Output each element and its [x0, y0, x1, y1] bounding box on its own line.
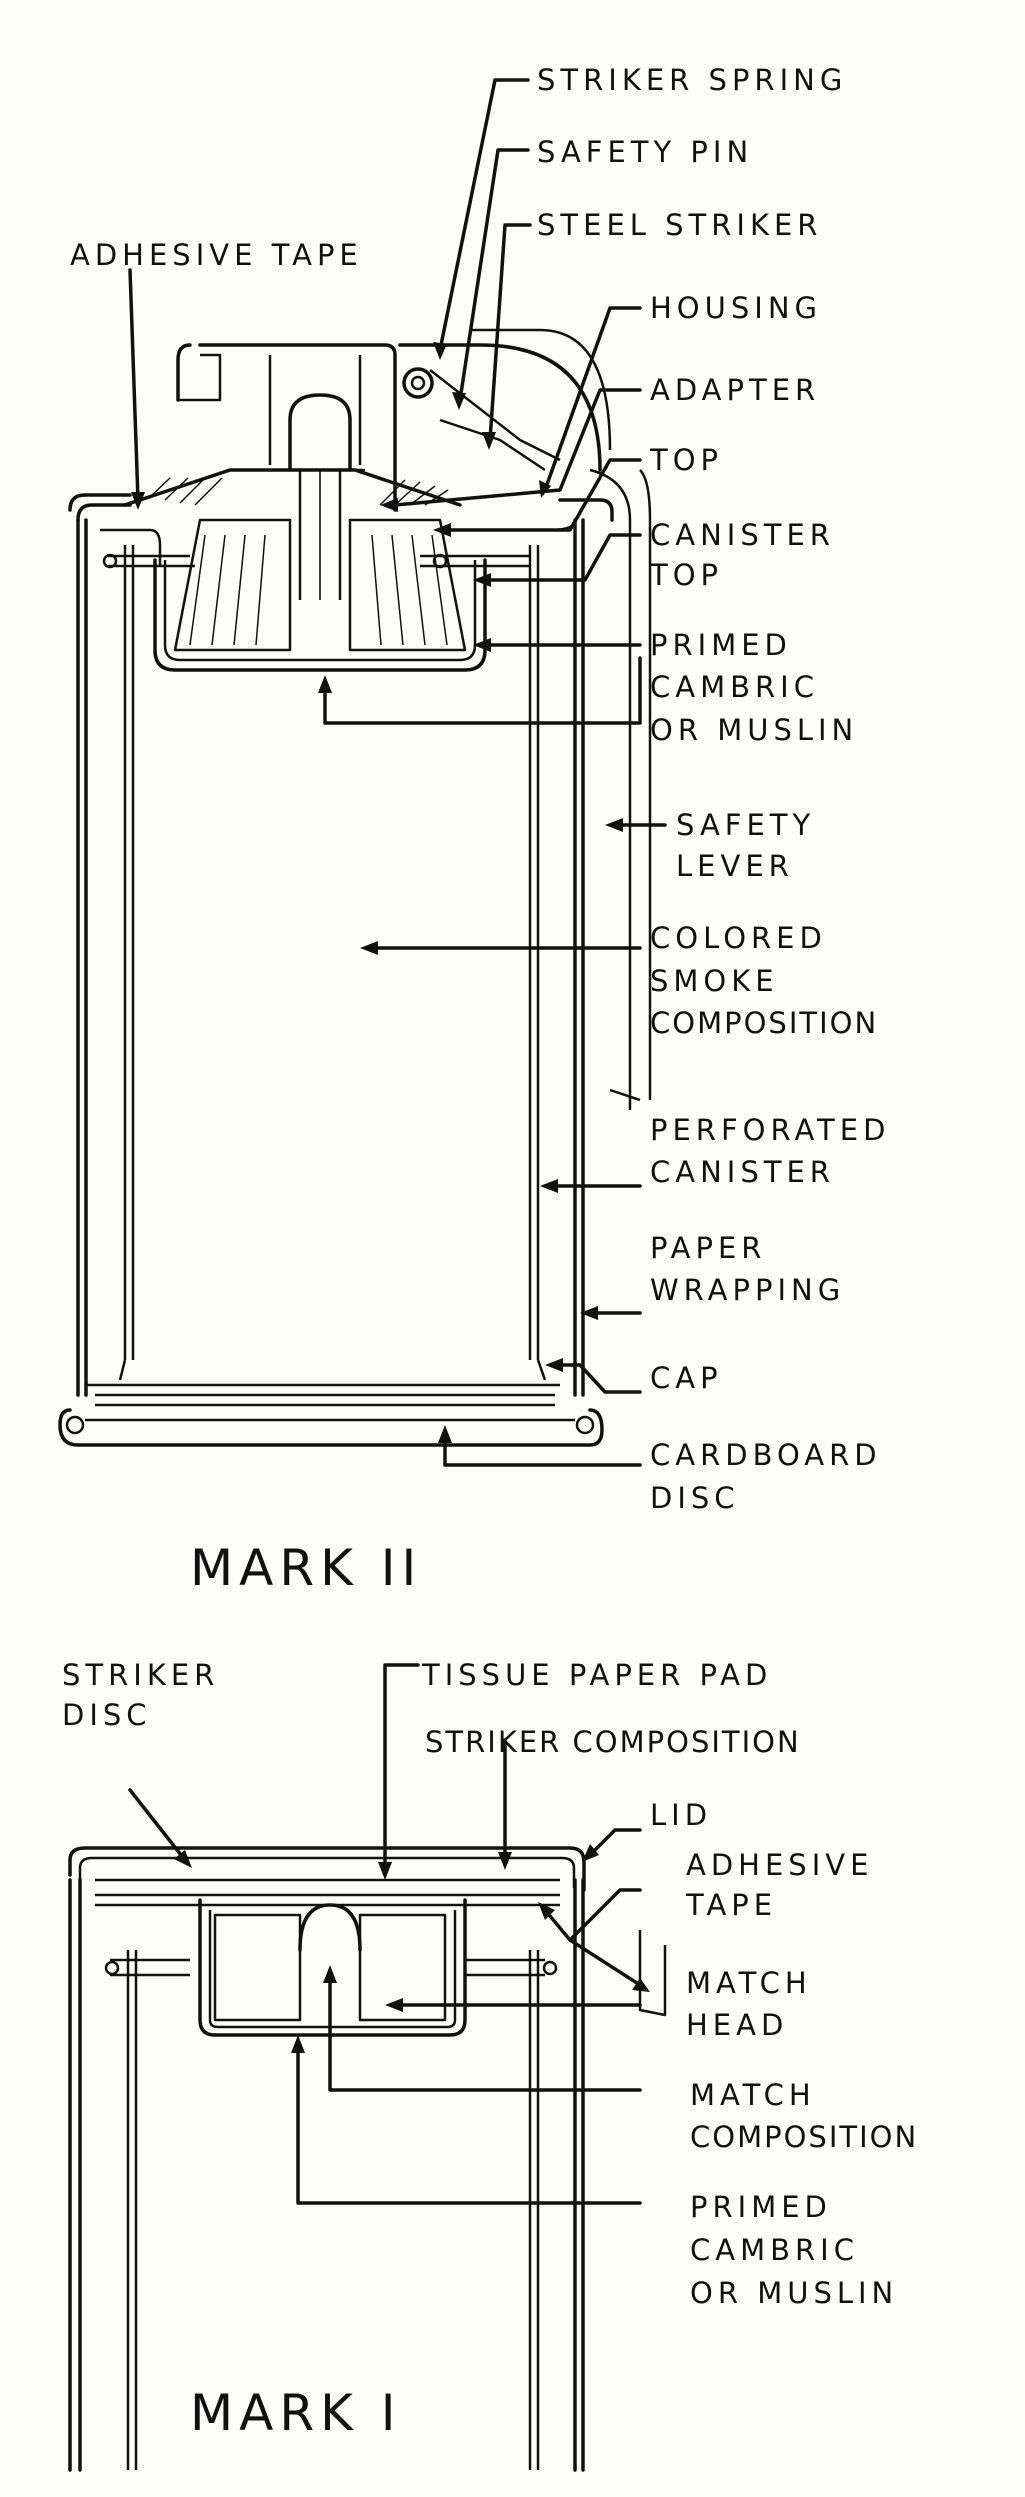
mark2-labels: STRIKER SPRING SAFETY PIN STEEL STRIKER …	[70, 63, 890, 1597]
label-lid: LID	[650, 1798, 712, 1832]
label-primed-3: OR MUSLIN	[650, 713, 858, 747]
label-primed-1: PRIMED	[650, 628, 792, 662]
mark1-leaders	[128, 1663, 650, 2205]
mark2-striker	[398, 328, 652, 1110]
label-colored-1: COLORED	[650, 921, 827, 955]
label-adhesive-1: ADHESIVE	[686, 1848, 873, 1882]
mark2-fuze	[123, 343, 487, 672]
label-primed-2: CAMBRIC	[650, 670, 819, 704]
label-perforated-2: CANISTER	[650, 1155, 835, 1189]
label-match-head-1: MATCH	[686, 1966, 812, 2000]
label-striker-spring: STRIKER SPRING	[537, 63, 847, 97]
label-perforated-1: PERFORATED	[650, 1113, 890, 1147]
mark2-body	[68, 493, 614, 1397]
label-striker-disc-2: DISC	[62, 1698, 152, 1732]
label-paper-2: WRAPPING	[650, 1273, 845, 1307]
label-canister-top-1: CANISTER	[650, 518, 835, 552]
mark2-leaders	[128, 78, 667, 1467]
label-steel-striker: STEEL STRIKER	[537, 208, 822, 242]
mark1-drawing	[68, 1846, 667, 2472]
label-match-head-2: HEAD	[686, 2008, 788, 2042]
label-colored-2: SMOKE	[650, 964, 779, 998]
label-mark1-primed-1: PRIMED	[690, 2190, 832, 2224]
mark2-bottom-cap	[58, 1359, 604, 1447]
label-adhesive-2: TAPE	[685, 1888, 777, 1922]
label-adhesive-tape: ADHESIVE TAPE	[70, 238, 363, 272]
mark1-title: MARK I	[190, 2384, 402, 2442]
label-match-comp-1: MATCH	[690, 2078, 816, 2112]
label-adapter: ADAPTER	[650, 373, 820, 407]
label-mark1-primed-3: OR MUSLIN	[690, 2276, 898, 2310]
label-canister-top-2: TOP	[649, 558, 723, 592]
label-top: TOP	[649, 443, 723, 477]
label-safety-lever-1: SAFETY	[676, 808, 815, 842]
label-striker-disc-1: STRIKER	[62, 1658, 219, 1692]
label-safety-pin: SAFETY PIN	[537, 135, 753, 169]
label-safety-lever-2: LEVER	[676, 849, 794, 883]
label-mark1-primed-2: CAMBRIC	[690, 2233, 859, 2267]
mark2-drawing	[58, 328, 652, 1447]
label-match-comp-2: COMPOSITION	[690, 2120, 918, 2154]
label-colored-3: COMPOSITION	[650, 1006, 878, 1040]
label-tissue-pad: TISSUE PAPER PAD	[421, 1658, 772, 1692]
label-cardboard-1: CARDBOARD	[650, 1438, 882, 1472]
label-housing: HOUSING	[650, 291, 822, 325]
label-cap: CAP	[650, 1361, 723, 1395]
mark1-labels: STRIKER DISC TISSUE PAPER PAD STRIKER CO…	[62, 1658, 918, 2442]
mark2-title: MARK II	[190, 1539, 422, 1597]
label-striker-composition: STRIKER COMPOSITION	[425, 1725, 801, 1759]
label-cardboard-2: DISC	[650, 1481, 740, 1515]
label-paper-1: PAPER	[650, 1231, 766, 1265]
